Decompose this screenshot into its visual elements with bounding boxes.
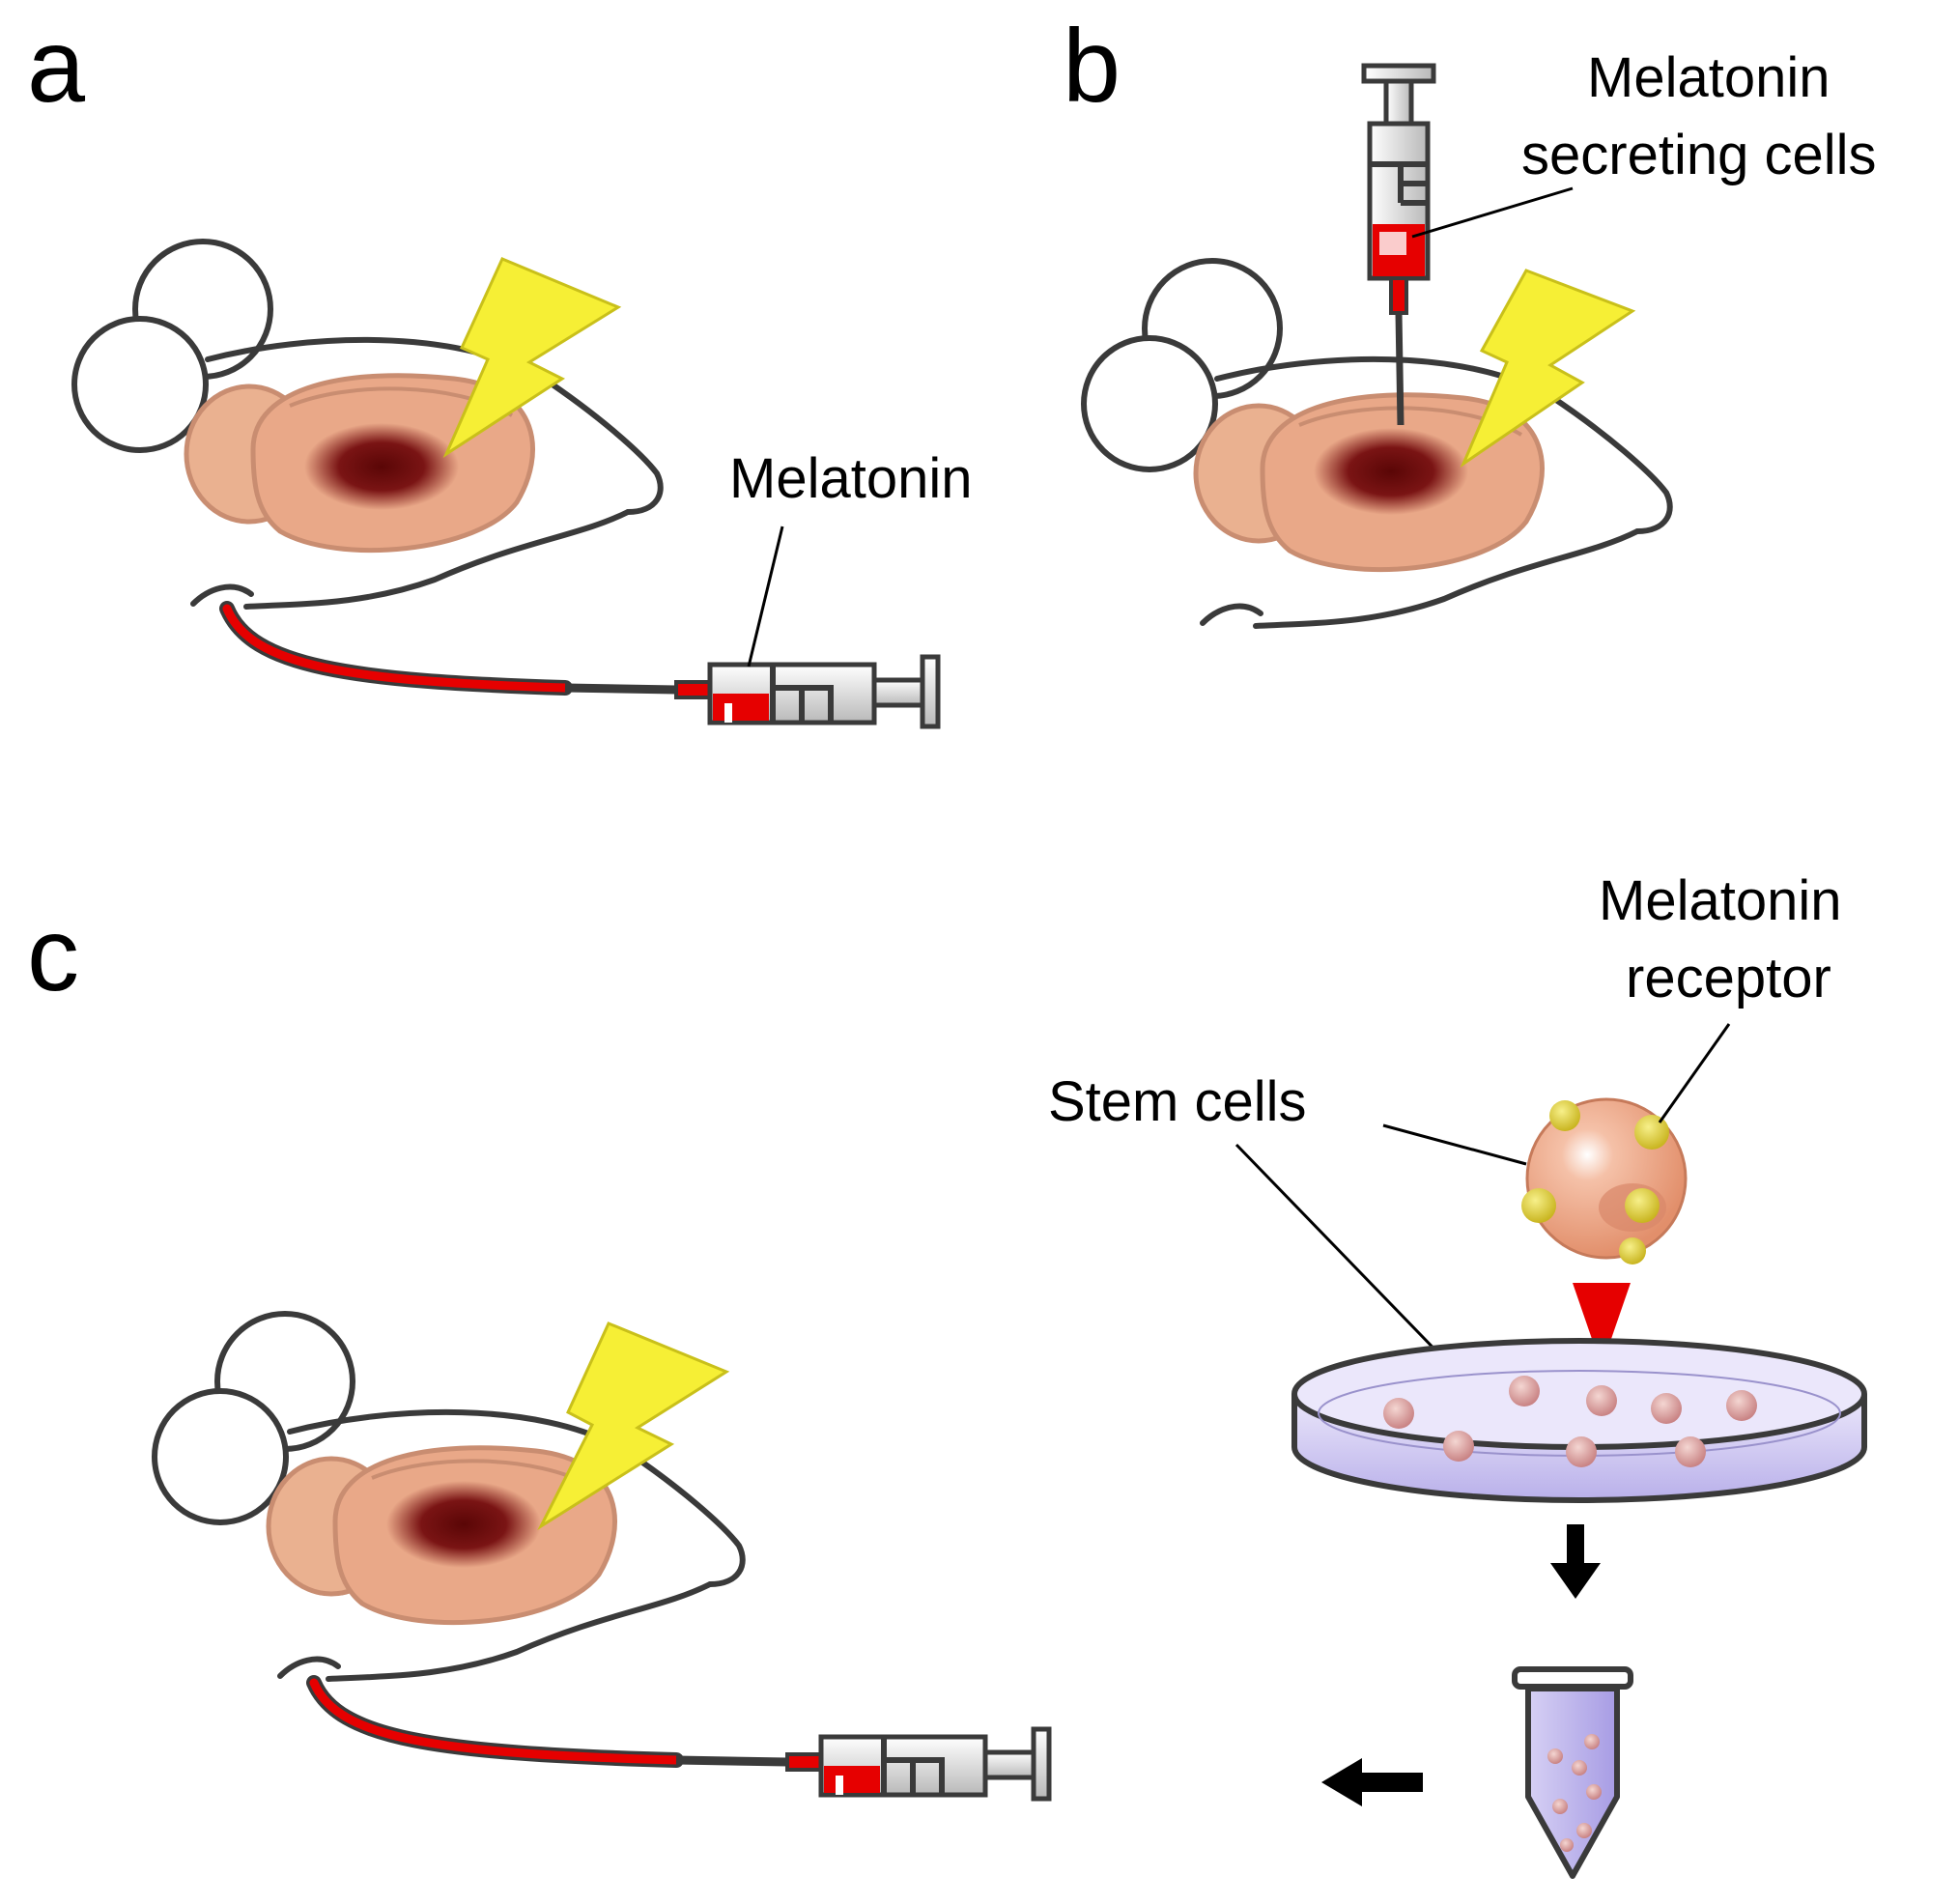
syringe-icon xyxy=(1361,63,1436,426)
stem-cell-small xyxy=(1651,1393,1682,1424)
stem-cell-small xyxy=(1586,1385,1617,1416)
lesion xyxy=(1314,428,1468,515)
tail-catheter xyxy=(219,601,677,696)
panel-b-letter: b xyxy=(1063,7,1121,124)
mouse-outline xyxy=(1081,258,1673,629)
stem-cell-small xyxy=(1509,1376,1540,1407)
red-arrowhead-icon xyxy=(1573,1283,1631,1367)
stem-cell-small xyxy=(1675,1436,1706,1467)
brain xyxy=(1193,392,1545,573)
petri-dish xyxy=(1291,1338,1867,1503)
lightning-bolt-icon xyxy=(1460,269,1636,469)
stem-cells-leader xyxy=(1382,1123,1527,1166)
receptor-leader xyxy=(1658,1023,1731,1123)
lightning-bolt-icon xyxy=(442,257,622,458)
down-arrow-icon xyxy=(1550,1524,1601,1599)
lesion xyxy=(304,423,459,510)
melatonin-label-a: Melatonin xyxy=(729,447,972,510)
stem-cell xyxy=(1521,1097,1688,1265)
syringe-icon xyxy=(674,654,941,729)
receptor xyxy=(1521,1188,1556,1223)
stem-cell-small xyxy=(1443,1431,1474,1462)
lesion xyxy=(386,1481,541,1568)
brain xyxy=(266,1445,617,1626)
centrifuge-tube xyxy=(1512,1652,1633,1879)
receptor xyxy=(1619,1237,1646,1265)
receptor xyxy=(1549,1100,1580,1131)
stem-cell-small xyxy=(1566,1436,1597,1467)
lightning-bolt-icon xyxy=(537,1321,730,1531)
panel-a-letter: a xyxy=(27,7,86,124)
leader-line xyxy=(747,526,784,668)
panel-c: c xyxy=(27,869,1867,1879)
receptor xyxy=(1625,1188,1660,1223)
melatonin-label-b: Melatonin xyxy=(1587,46,1830,109)
receptor xyxy=(1634,1115,1669,1150)
mouse-outline xyxy=(71,239,664,610)
stem-cell-small xyxy=(1726,1390,1757,1421)
leader-line xyxy=(1411,186,1574,239)
stem-cells-leader xyxy=(1234,1143,1451,1366)
syringe-icon xyxy=(785,1726,1052,1802)
tail-catheter xyxy=(306,1675,788,1768)
melatonin-receptor-label-line2: receptor xyxy=(1626,947,1831,1009)
melatonin-receptor-label-line1: Melatonin xyxy=(1599,869,1841,932)
panel-a: a Melat xyxy=(27,7,972,729)
secreting-cells-label: secreting cells xyxy=(1521,124,1876,186)
panel-b: b Melatonin secreting cells xyxy=(1063,7,1876,629)
left-arrow-icon xyxy=(1321,1758,1423,1806)
stem-cell-small xyxy=(1383,1398,1414,1429)
panel-c-letter: c xyxy=(27,895,79,1012)
stem-cells-label: Stem cells xyxy=(1048,1070,1307,1133)
